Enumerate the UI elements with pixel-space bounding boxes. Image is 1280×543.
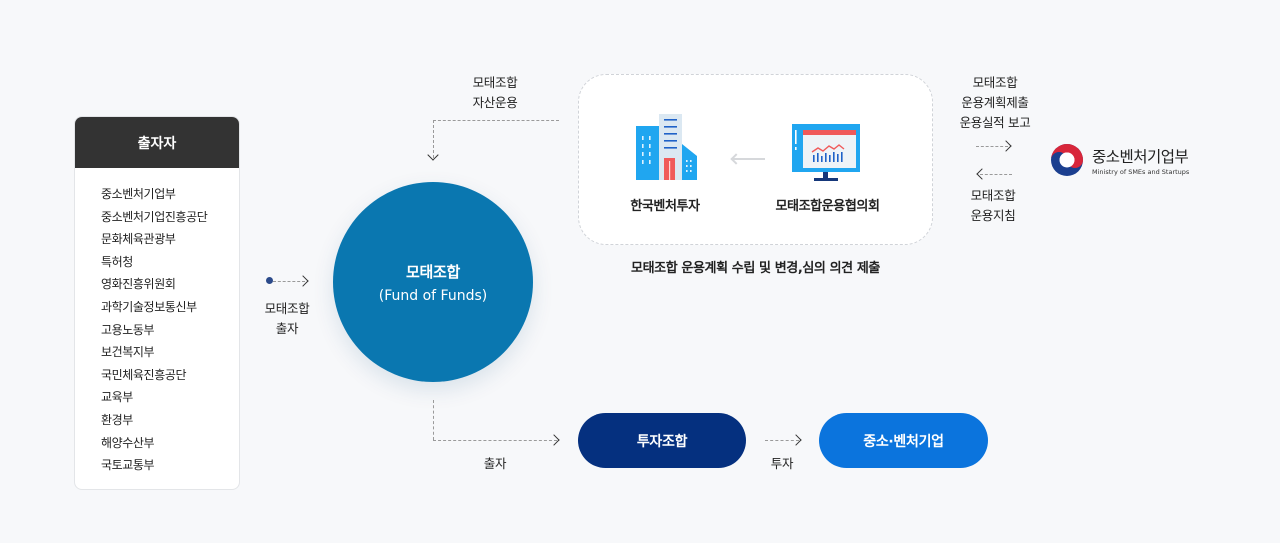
- investor-item: 영화진흥위원회: [101, 277, 176, 292]
- investor-item: 특허청: [101, 254, 133, 269]
- investor-item: 보건복지부: [101, 345, 155, 360]
- investment-fund-pill: 투자조합: [578, 413, 746, 468]
- connector-line: [273, 281, 305, 282]
- investor-item: 과학기술정보통신부: [101, 299, 197, 314]
- investor-item: 중소벤처기업진흥공단: [101, 209, 208, 224]
- building-icon: [636, 114, 697, 180]
- investor-item: 문화체육관광부: [101, 232, 176, 247]
- connector-line: [433, 120, 434, 158]
- contribution-label: 출자: [483, 456, 507, 471]
- arrow-right-icon: [790, 434, 802, 446]
- fof-title: 모태조합: [405, 262, 460, 281]
- connector-line: [433, 400, 434, 440]
- connector-line: [433, 120, 559, 121]
- fof-subtitle: (Fund of Funds): [378, 287, 488, 304]
- investor-item: 고용노동부: [101, 322, 155, 337]
- operating-group-caption: 모태조합 운용계획 수립 및 변경,심의 의견 제출: [631, 261, 880, 276]
- arrow-right-icon: [1000, 140, 1012, 152]
- investors-title: 출자자: [75, 117, 239, 168]
- arrow-left-icon: [733, 158, 765, 160]
- guideline-label: 모태조합 운용지침: [970, 188, 1016, 223]
- connector-line: [433, 440, 557, 441]
- investment-label: 모태조합 출자: [264, 301, 310, 336]
- arrow-down-icon: [427, 149, 439, 161]
- investor-item: 환경부: [101, 412, 133, 427]
- org-fof-operating-council: 모태조합운용협의회: [775, 199, 880, 214]
- monitor-chart-icon: [792, 124, 860, 181]
- connector-line: [980, 174, 1012, 175]
- connector-line: [765, 440, 799, 441]
- ministry-name-en: Ministry of SMEs and Startups: [1092, 167, 1190, 176]
- arrow-left-icon: [976, 168, 988, 180]
- report-label: 모태조합 운용계획제출 운용실적 보고: [959, 75, 1031, 130]
- investor-item: 해양수산부: [101, 435, 155, 450]
- investor-item: 국토교통부: [101, 458, 155, 473]
- sme-venture-pill: 중소·벤처기업: [819, 413, 988, 468]
- asset-management-label: 모태조합 자산운용: [472, 75, 518, 110]
- ministry-name: 중소벤처기업부: [1092, 147, 1189, 166]
- investors-list: 중소벤처기업부 중소벤처기업진흥공단 문화체육관광부 특허청 영화진흥위원회 과…: [75, 168, 239, 477]
- org-korea-venture-investment: 한국벤처투자: [630, 199, 700, 214]
- arrow-right-icon: [297, 275, 309, 287]
- investor-item: 교육부: [101, 390, 133, 405]
- connector-line: [976, 146, 1008, 147]
- connector-dot: [266, 277, 273, 284]
- investor-item: 중소벤처기업부: [101, 187, 176, 201]
- investor-item: 국민체육진흥공단: [101, 367, 187, 382]
- invest-label: 투자: [770, 456, 794, 471]
- fund-of-funds-circle: 모태조합 (Fund of Funds): [333, 182, 533, 382]
- arrow-right-icon: [548, 434, 560, 446]
- taegeuk-emblem-icon: [1051, 144, 1083, 176]
- investors-panel: 출자자 중소벤처기업부 중소벤처기업진흥공단 문화체육관광부 특허청 영화진흥위…: [74, 116, 240, 490]
- ministry-logo: 중소벤처기업부 Ministry of SMEs and Startups: [1050, 143, 1189, 177]
